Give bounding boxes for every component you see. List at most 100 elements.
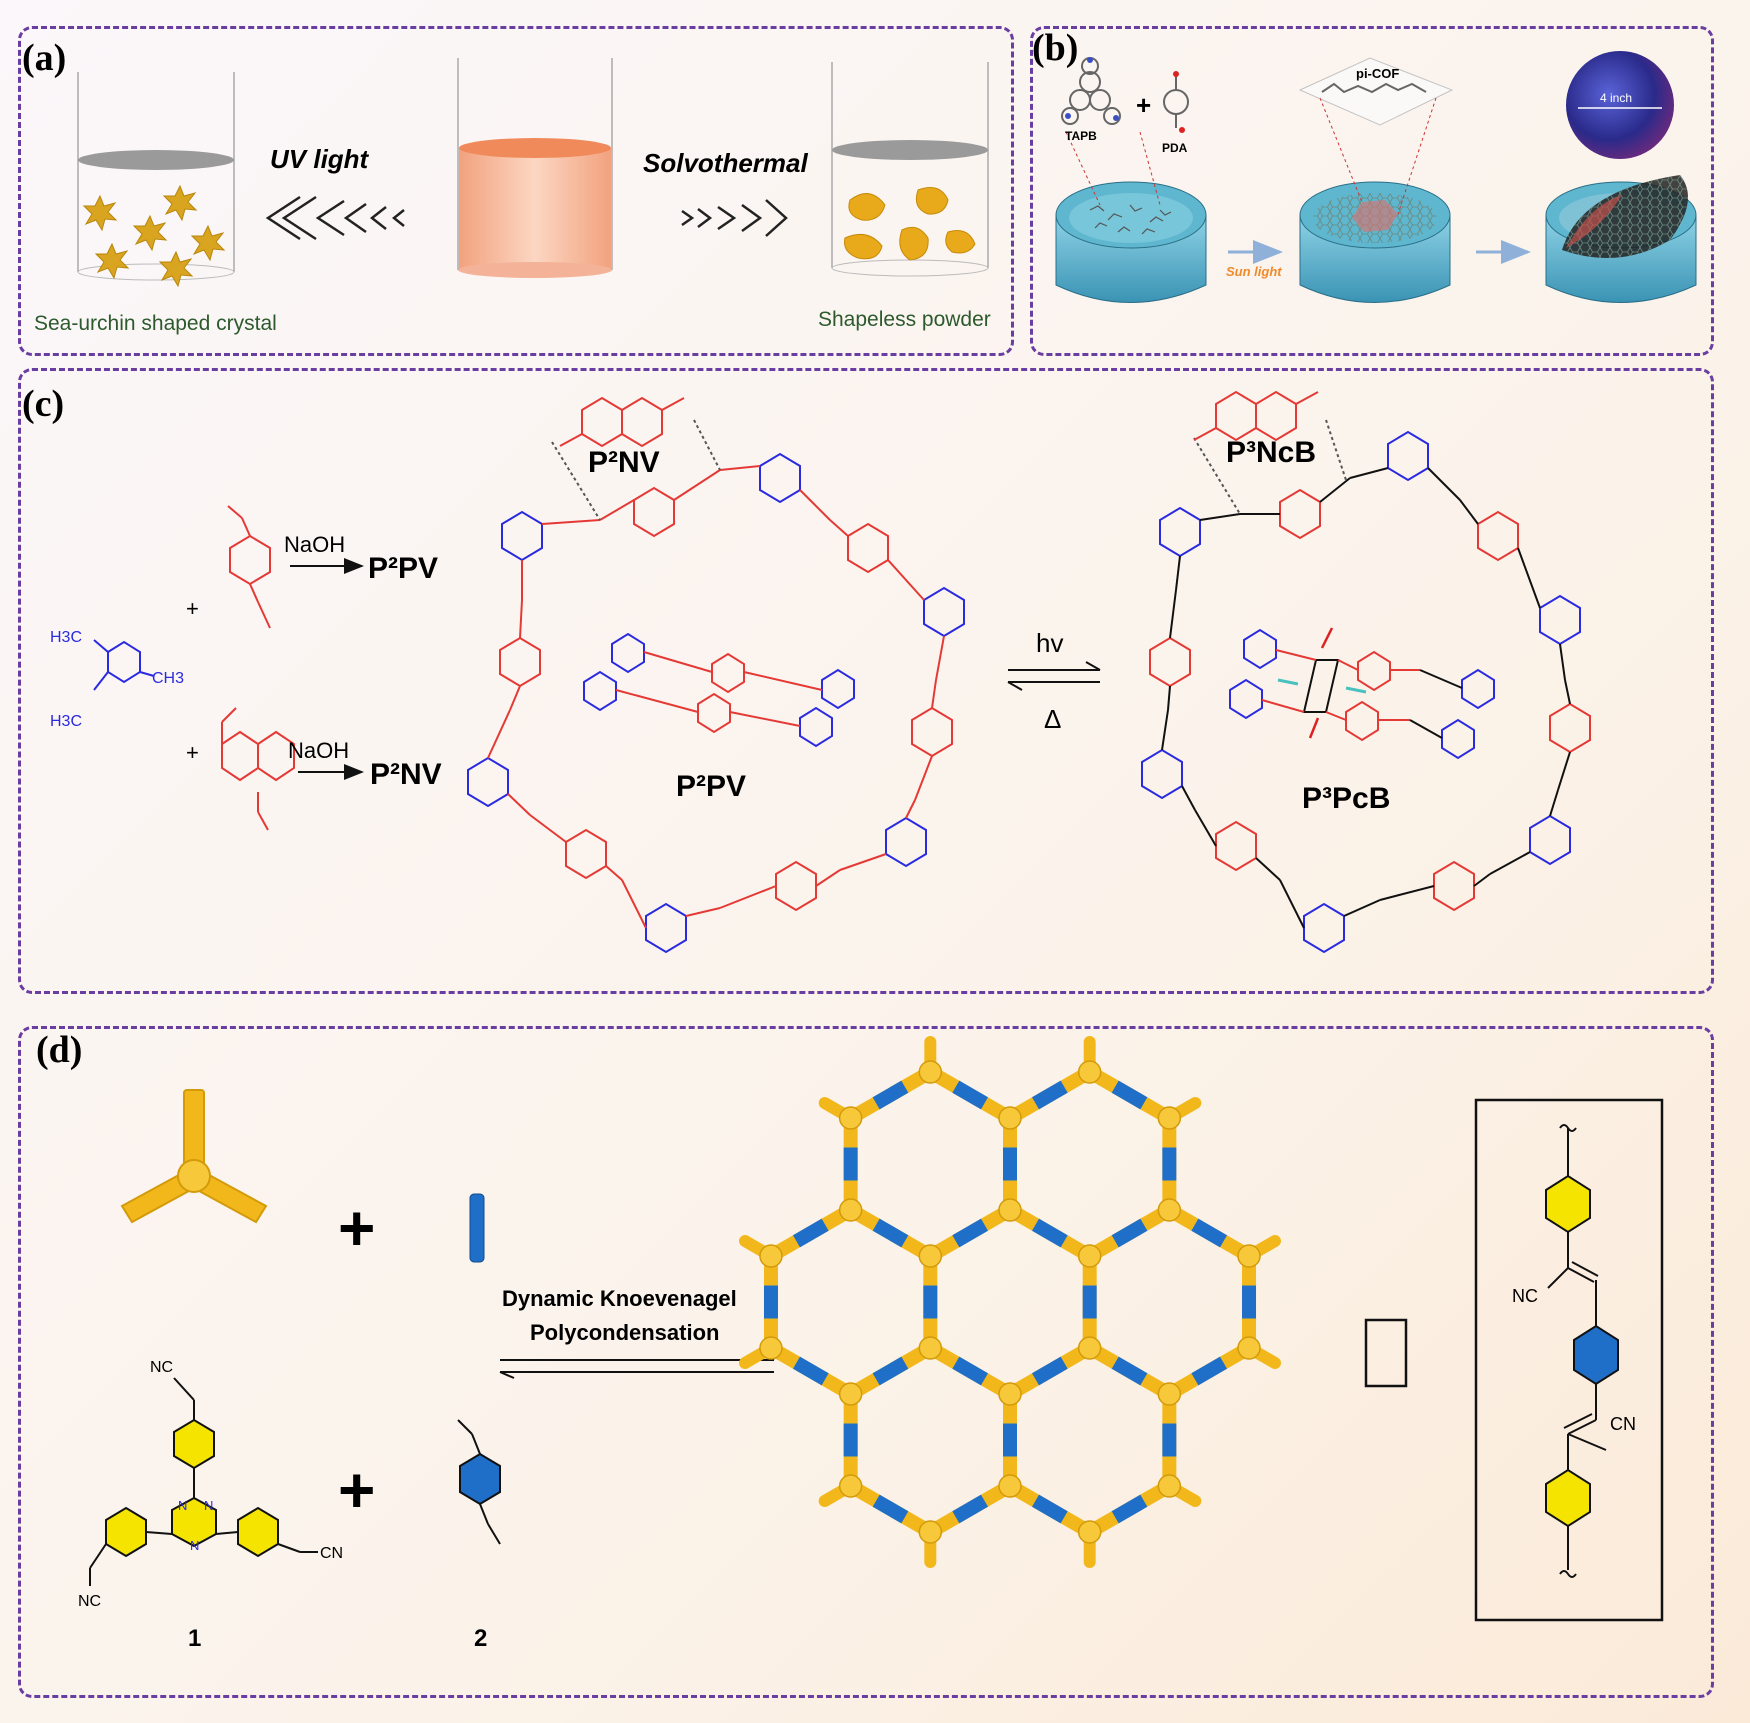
network-linker: [1031, 1080, 1068, 1110]
network-linker: [1191, 1218, 1228, 1248]
network-node: [1157, 1382, 1182, 1406]
network-node: [998, 1382, 1022, 1406]
network-linker: [872, 1494, 909, 1524]
network-node: [1077, 1336, 1102, 1360]
tapb-text: TAPB: [1065, 129, 1097, 143]
network-node: [1157, 1106, 1182, 1130]
plus-c1: +: [186, 596, 199, 621]
network-linker: [872, 1218, 909, 1248]
panel-c: [18, 368, 1714, 994]
h3c-top: H3C: [50, 629, 82, 646]
cn-1: CN: [320, 1545, 343, 1562]
uv-light-text: UV light: [270, 144, 370, 174]
highlight-box: [1364, 1318, 1408, 1388]
beaker-right: [831, 62, 989, 277]
panel-a-graphics: UV light Solvothermal: [34, 58, 991, 335]
panel-d-label: (d): [36, 1029, 83, 1071]
network-linker: [952, 1218, 989, 1248]
network-linker: [1111, 1494, 1148, 1524]
compound-2-label: 2: [474, 1625, 487, 1652]
p2-framework: [467, 396, 965, 954]
network-node: [1077, 1060, 1102, 1084]
network-node: [838, 1474, 863, 1498]
plus-d2: +: [338, 1454, 375, 1526]
nc-1: NC: [150, 1359, 173, 1376]
dish-3: [1545, 175, 1697, 303]
network-linker: [792, 1218, 829, 1248]
network-linker: [1111, 1080, 1148, 1110]
network-node: [838, 1382, 863, 1406]
network-linker: [1111, 1356, 1148, 1386]
network-linker: [952, 1356, 989, 1386]
product-p2nv: P²NV: [370, 758, 442, 791]
beaker-middle: [457, 58, 613, 278]
pda-molecule: [1163, 71, 1189, 133]
equilibrium-arrow: [1007, 661, 1101, 691]
panel-c-graphics: H3C CH3 H3C + + NaOH P²PV NaOH P²NV: [50, 390, 1591, 954]
network-node: [1157, 1198, 1182, 1222]
hv-text: hv: [1036, 628, 1063, 658]
network-node: [918, 1336, 943, 1360]
inset-nc: NC: [1512, 1286, 1538, 1306]
wafer-size-text: 4 inch: [1600, 91, 1632, 105]
network-linker: [1031, 1494, 1068, 1524]
network-node: [838, 1198, 863, 1222]
tapb-molecule: [1061, 57, 1121, 125]
p3ncb-label: P³NcB: [1226, 436, 1316, 469]
network-node: [759, 1244, 783, 1268]
p3pcb-label: P³PcB: [1302, 782, 1390, 815]
trimethyltriazine: [93, 639, 155, 691]
sun-light-text: Sun light: [1226, 264, 1282, 279]
inset-cn: CN: [1610, 1414, 1636, 1434]
picof-text: pi-COF: [1356, 66, 1399, 81]
network-linker: [872, 1080, 909, 1110]
network-node: [838, 1106, 863, 1130]
network-node: [1237, 1244, 1261, 1268]
compound-1-label: 1: [188, 1625, 201, 1652]
network-linker: [1031, 1356, 1068, 1386]
network-linker: [952, 1494, 989, 1524]
svg-text:N: N: [190, 1538, 199, 1553]
p2nv-label: P²NV: [588, 446, 660, 479]
naoh-2: NaOH: [288, 738, 349, 763]
network-linker: [792, 1356, 829, 1386]
network-node: [1237, 1336, 1261, 1360]
uv-light-arrows: [265, 195, 405, 241]
sea-urchin-crystals: [82, 184, 226, 288]
naoh-1: NaOH: [284, 532, 345, 557]
network-node: [918, 1244, 943, 1268]
panel-b: [1030, 26, 1714, 356]
plus-d1: +: [338, 1192, 375, 1264]
beaker-left: [77, 72, 235, 281]
reversible-arrow-d: [499, 1353, 775, 1379]
nc-2: NC: [78, 1593, 101, 1610]
h3c-bottom: H3C: [50, 713, 82, 730]
p3-framework: [1141, 390, 1591, 954]
shapeless-powder: [844, 187, 976, 261]
naphthalene-dialdehyde: [221, 707, 295, 831]
network-node: [1077, 1244, 1102, 1268]
ch3: CH3: [152, 670, 184, 687]
network-linker: [872, 1356, 909, 1386]
compound-2-structure: [457, 1419, 501, 1545]
sea-urchin-caption: Sea-urchin shaped crystal: [34, 312, 277, 335]
network-node: [998, 1198, 1022, 1222]
panel-a-label: (a): [22, 37, 67, 79]
reaction-line-2: Polycondensation: [530, 1320, 719, 1345]
svg-text:N: N: [178, 1498, 187, 1513]
network-node: [759, 1336, 783, 1360]
wafer: [1566, 51, 1674, 159]
shapeless-powder-caption: Shapeless powder: [818, 308, 991, 331]
network-linker: [952, 1080, 989, 1110]
reaction-line-1: Dynamic Knoevenagel: [502, 1286, 737, 1311]
p2pv-label: P²PV: [676, 770, 746, 803]
inset-structure: [1545, 1124, 1619, 1578]
network-node: [918, 1060, 943, 1084]
network-node: [1077, 1520, 1102, 1544]
tripod-building-block: [120, 1089, 268, 1224]
dish-2: [1298, 57, 1454, 303]
delta-text: Δ: [1044, 704, 1061, 734]
panel-b-graphics: TAPB + PDA Sun light pi-COF: [1055, 51, 1697, 303]
rod-building-block: [469, 1193, 485, 1263]
